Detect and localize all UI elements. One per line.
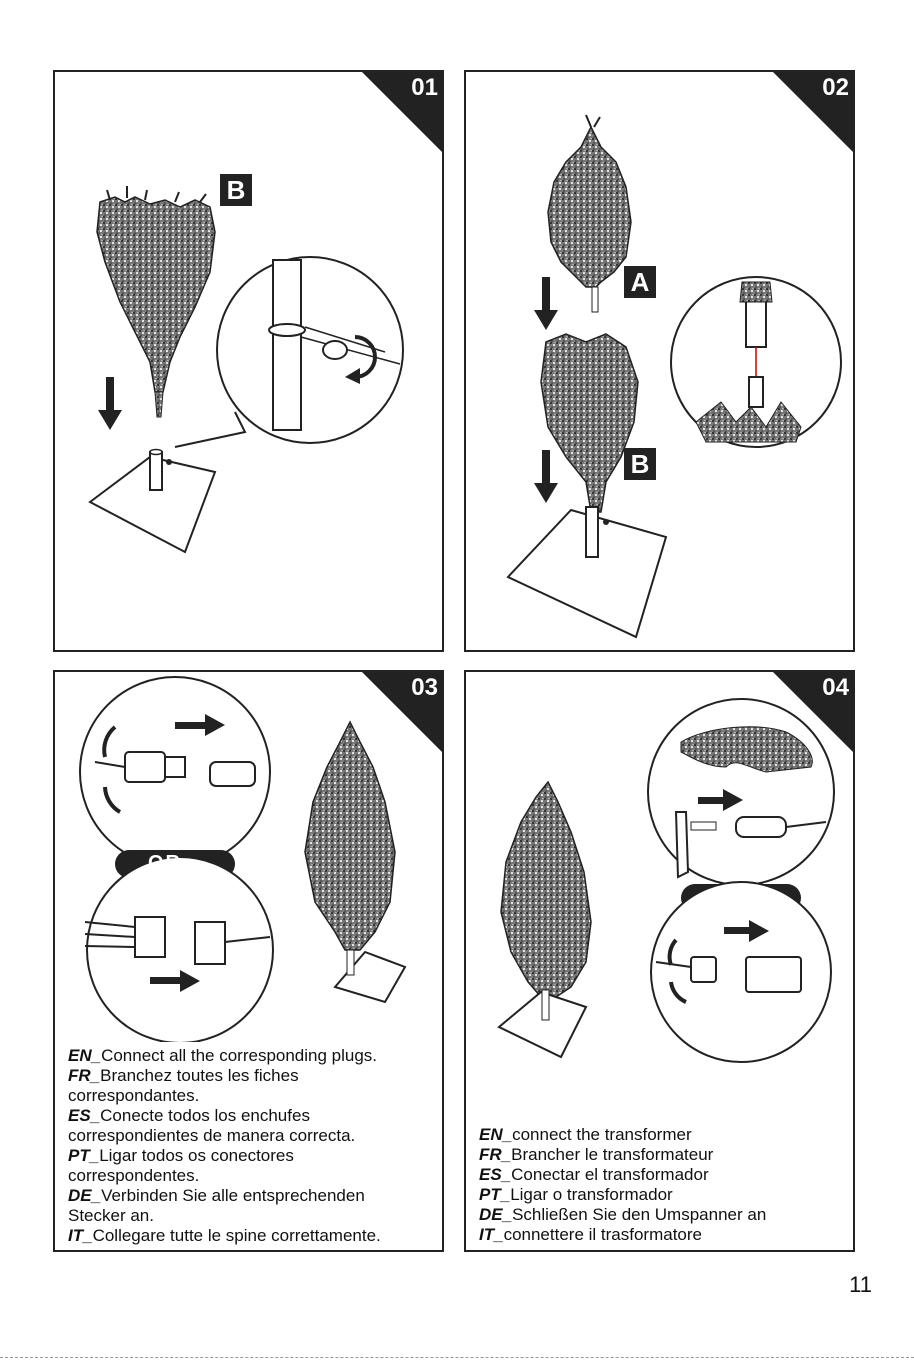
instruction-text: EN_Connect all the corresponding plugs. … [68,1046,381,1246]
step-illustration [55,72,442,650]
part-label: B [624,448,656,480]
down-arrow [534,450,558,503]
instruction-line: correspondientes de manera correcta. [68,1126,381,1146]
part-label: B [220,174,252,206]
instruction-line: FR_Brancher le transformateur [479,1145,766,1165]
instruction-line: EN_Connect all the corresponding plugs. [68,1046,381,1066]
instruction-line: ES_Conecte todos los enchufes [68,1106,381,1126]
assembled-tree [499,782,591,1057]
zoom-callout [671,277,841,447]
page-edge-divider [0,1357,914,1358]
tree-section-b [97,186,215,417]
instruction-line: EN_connect the transformer [479,1125,766,1145]
instruction-line: DE_Schließen Sie den Umspanner an [479,1205,766,1225]
connector-callout-bottom [85,857,273,1042]
connector-callout-top [80,677,270,867]
part-label: A [624,266,656,298]
instruction-line: IT_connettere il trasformatore [479,1225,766,1245]
step-illustration [55,672,442,1042]
instruction-line: ES_Conectar el transformador [479,1165,766,1185]
instruction-line: Stecker an. [68,1206,381,1226]
or-label: OR [148,852,182,875]
instruction-line: PT_Ligar o transformador [479,1185,766,1205]
instruction-text: EN_connect the transformer FR_Brancher l… [479,1125,766,1245]
down-arrow [98,377,122,430]
instruction-line: DE_Verbinden Sie alle entsprechenden [68,1186,381,1206]
step-panel-03: 03 OR [53,670,444,1252]
zoom-callout [175,257,403,447]
instruction-line: FR_Branchez toutes les fiches [68,1066,381,1086]
transformer-callout-bottom [651,882,831,1062]
instruction-line: IT_Collegare tutte le spine correttament… [68,1226,381,1246]
step-panel-01: 01 B [53,70,444,652]
tree-section-a [548,115,631,312]
tree-stand [508,507,666,637]
assembled-tree [305,722,405,1002]
step-panel-02: 02 A B [464,70,855,652]
or-label: OR [719,886,753,909]
instruction-line: correspondantes. [68,1086,381,1106]
step-illustration [466,672,853,1122]
tree-stand [90,450,215,553]
step-panel-04: 04 OR [464,670,855,1252]
page-number: 11 [849,1272,872,1298]
step-illustration [466,72,853,650]
instruction-line: PT_Ligar todos os conectores [68,1146,381,1166]
transformer-callout-top [648,699,834,885]
down-arrow [534,277,558,330]
instruction-line: correspondentes. [68,1166,381,1186]
